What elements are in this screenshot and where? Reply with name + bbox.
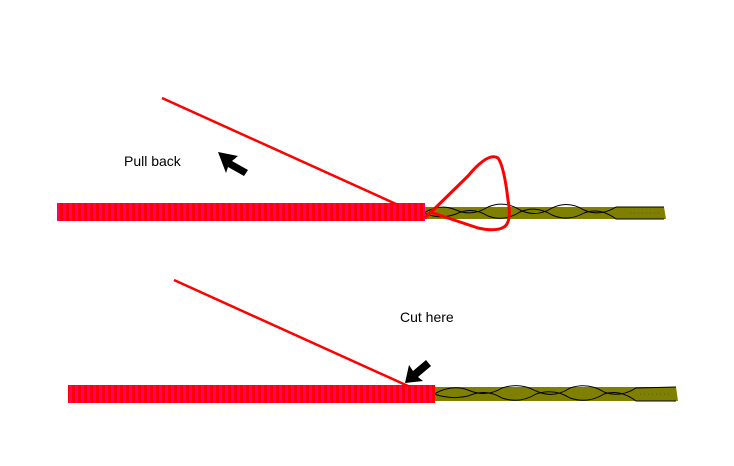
tag-line-2 [173,278,409,388]
thread-wrap-2 [68,385,435,403]
tag-loop [423,155,511,232]
arrow-up-left-icon [218,152,248,176]
twisted-cord-2 [433,385,678,402]
pull-back-label: Pull back [124,153,182,169]
step-1-group: Pull back [57,96,666,232]
tag-line-1 [161,96,397,206]
arrow-down-left-icon [405,360,431,383]
step-2-group: Cut here [68,278,678,403]
thread-wrap-1 [57,203,425,221]
cut-here-label: Cut here [400,309,454,325]
twisted-cord-1 [423,203,666,220]
